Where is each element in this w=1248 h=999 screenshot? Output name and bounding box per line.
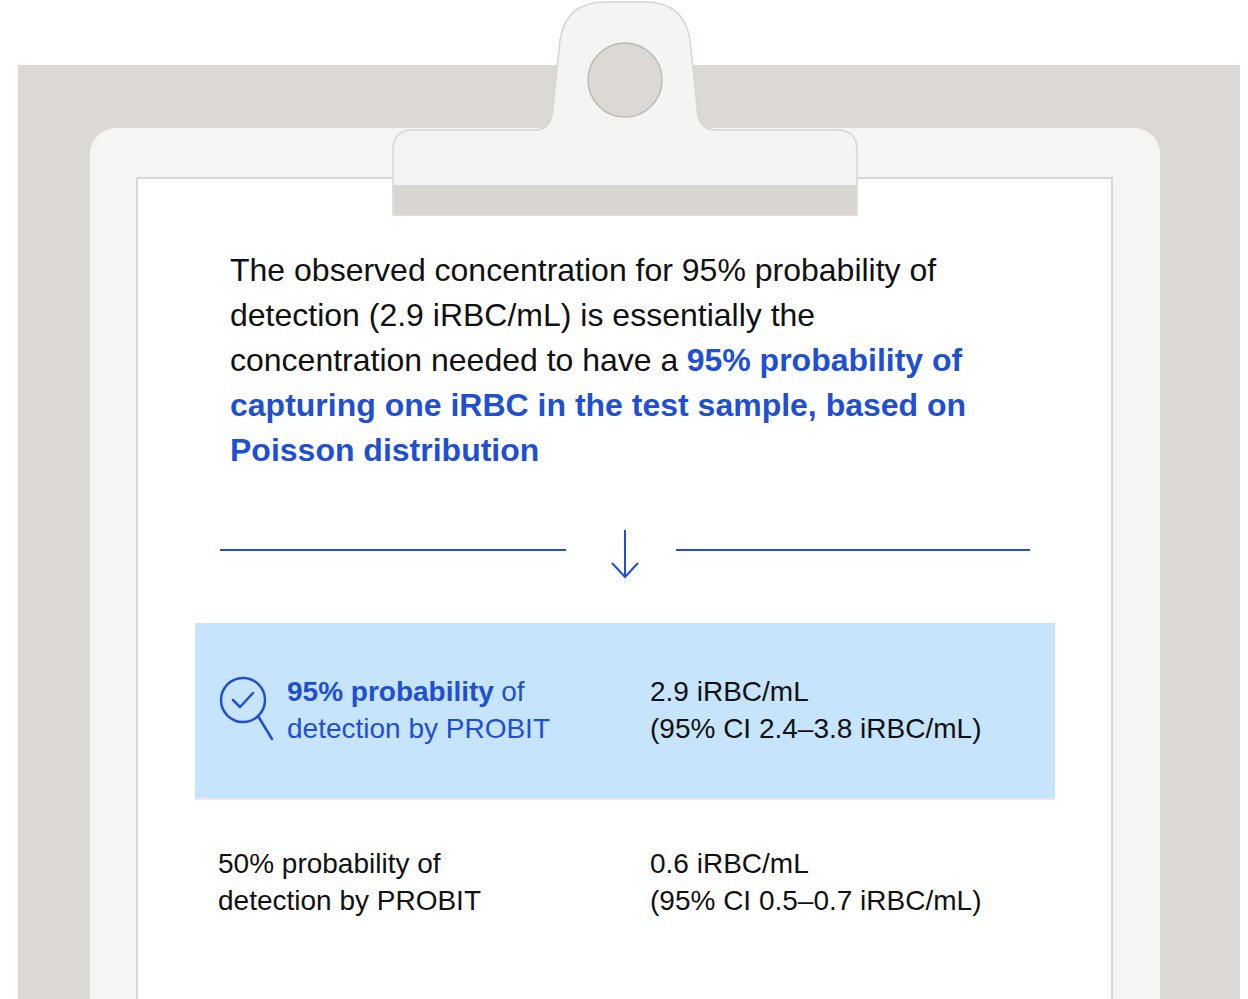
concentration-value: 0.6 iRBC/mL(95% CI 0.5–0.7 iRBC/mL)	[650, 845, 1050, 919]
divider-line	[220, 549, 566, 551]
paper-sheet	[137, 178, 1112, 999]
clip-band	[394, 185, 856, 215]
value-text: 2.9 iRBC/mL	[650, 673, 1050, 710]
clip	[393, 2, 857, 215]
concentration-value: 2.9 iRBC/mL(95% CI 2.4–3.8 iRBC/mL)	[650, 673, 1050, 747]
interval-text: (95% CI 2.4–3.8 iRBC/mL)	[650, 710, 1050, 747]
row-divider	[195, 798, 1055, 800]
magnifier-check-icon	[215, 669, 279, 745]
result-band: 95% probabilityof detection by PROBIT 2.9…	[195, 623, 1055, 798]
arrow-head	[612, 563, 638, 577]
probability-emphasis: 95% probability	[287, 676, 494, 707]
clip-hole	[588, 43, 662, 117]
probability-text: 50% probability of detection by PROBIT	[218, 845, 538, 919]
down-arrow	[624, 530, 626, 576]
probability-label: 95% probabilityof detection by PROBIT	[287, 673, 607, 747]
clipboard-board	[90, 128, 1160, 999]
statement-paragraph: The observed concentration for 95% proba…	[230, 248, 1000, 473]
value-text: 0.6 iRBC/mL	[650, 845, 1050, 882]
interval-text: (95% CI 0.5–0.7 iRBC/mL)	[650, 882, 1050, 919]
probability-label: 50% probability of detection by PROBIT	[218, 845, 538, 919]
divider-line	[676, 549, 1030, 551]
